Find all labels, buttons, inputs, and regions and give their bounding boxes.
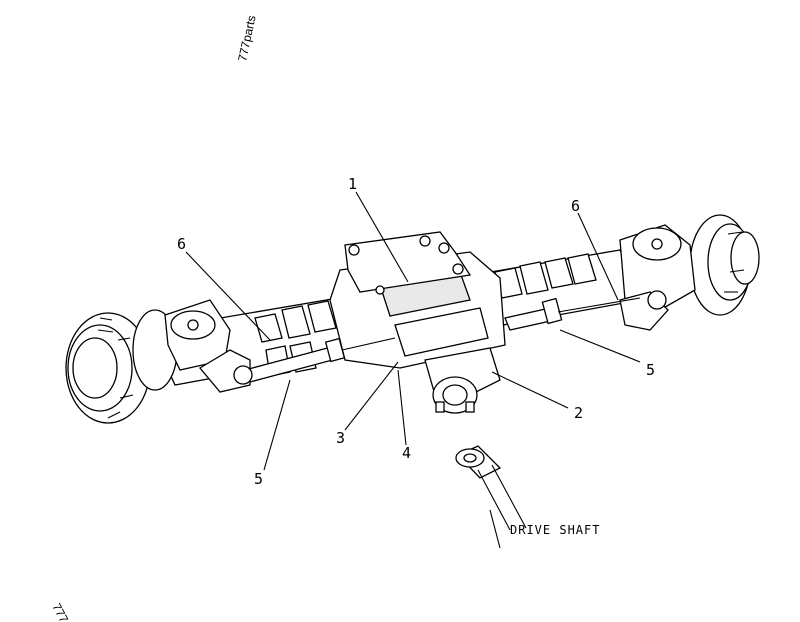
- housing-fins-right: [494, 253, 597, 299]
- right-knuckle: [619, 224, 696, 331]
- callout-6-right: 6: [571, 197, 580, 215]
- right-wheel-hub: [689, 214, 760, 316]
- pinion-yoke: [424, 347, 501, 414]
- callout-5-left: 5: [254, 470, 263, 488]
- drive-shaft-label: DRIVE SHAFT: [510, 523, 600, 537]
- center-band: [394, 307, 489, 357]
- tie-rod-end-right: [647, 290, 667, 310]
- callout-1: 1: [348, 175, 357, 193]
- axle-assembly: [65, 214, 760, 424]
- watermark-top: 777parts: [235, 14, 258, 63]
- left-wheel-hub: [65, 309, 178, 424]
- leader-lines: [185, 191, 641, 471]
- callout-2: 2: [574, 404, 583, 422]
- tie-rod-end-left: [233, 365, 253, 385]
- callout-5-right: 5: [646, 361, 655, 379]
- callout-6-left: 6: [177, 235, 186, 253]
- watermark-bottom: 777: [49, 601, 71, 622]
- steering-cylinder-right: [504, 297, 641, 331]
- steering-cylinder-left: [244, 337, 396, 383]
- callout-3: 3: [336, 429, 345, 447]
- drive-shaft: [455, 445, 527, 549]
- callout-4: 4: [402, 444, 411, 462]
